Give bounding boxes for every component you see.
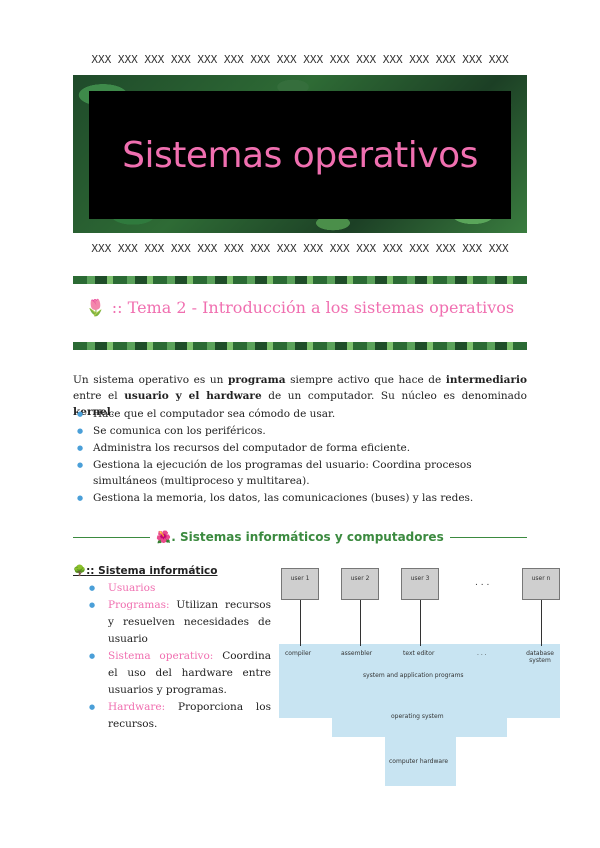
- section-heading-text: 🌺. Sistemas informáticos y computadores: [150, 530, 449, 544]
- item-desc: Coordina el uso del hardware entre usuar…: [108, 650, 271, 696]
- hibiscus-icon: 🌺: [156, 530, 172, 544]
- chapter-heading: 🌷:: Tema 2 - Introducción a los sistemas…: [73, 298, 527, 317]
- divider: [73, 536, 151, 538]
- program-label: text editor: [403, 650, 435, 657]
- os-function-list: Hace que el computador sea cómodo de usa…: [73, 406, 527, 507]
- decorative-x-line-top: XXX XXX XXX XXX XXX XXX XXX XXX XXX XXX …: [91, 53, 509, 66]
- section-heading: 🌺. Sistemas informáticos y computadores: [73, 528, 528, 546]
- item-term: Usuarios: [108, 582, 156, 594]
- subsection-heading: 🌳:: Sistema informático: [73, 564, 217, 577]
- os-layer-label: operating system: [391, 713, 444, 720]
- section-heading-label: . Sistemas informáticos y computadores: [171, 530, 444, 544]
- chapter-heading-text: :: Tema 2 - Introducción a los sistemas …: [111, 298, 515, 317]
- list-item: Usuarios: [73, 580, 271, 597]
- os-layer: [332, 695, 507, 737]
- user-box: user 1: [281, 568, 319, 600]
- page-title: Sistemas operativos: [122, 134, 478, 176]
- program-label: . . .: [477, 650, 487, 657]
- intro-text: de un computador. Su núcleo es denominad…: [261, 390, 527, 402]
- intro-text: Un sistema operativo es un: [73, 374, 229, 386]
- list-item: Sistema operativo: Coordina el uso del h…: [73, 648, 271, 699]
- system-layers-diagram: user 1 user 2 user 3 . . . user n compil…: [279, 568, 560, 786]
- intro-bold: intermediario: [445, 374, 527, 386]
- leaf-strip-top: [73, 276, 527, 284]
- user-box: user 2: [341, 568, 379, 600]
- divider: [449, 536, 528, 538]
- list-item: Se comunica con los periféricos.: [73, 423, 527, 439]
- leaf-strip-bottom: [73, 342, 527, 350]
- program-label: assembler: [341, 650, 373, 657]
- title-banner: Sistemas operativos: [73, 75, 527, 233]
- item-desc: Proporciona los recursos.: [108, 701, 271, 730]
- program-label: compiler: [285, 650, 312, 657]
- app-layer-label: system and application programs: [363, 672, 464, 679]
- list-item: Hace que el computador sea cómodo de usa…: [73, 406, 527, 422]
- item-term: Programas:: [108, 599, 170, 611]
- list-item: Programas: Utilizan recursos y resuelven…: [73, 597, 271, 648]
- intro-text: siempre activo que hace de: [285, 374, 446, 386]
- list-item: Gestiona la memoria, los datos, las comu…: [73, 490, 527, 506]
- tulip-icon: 🌷: [85, 298, 106, 317]
- user-box: user n: [522, 568, 560, 600]
- decorative-x-line-bottom: XXX XXX XXX XXX XXX XXX XXX XXX XXX XXX …: [91, 242, 509, 255]
- subsection-heading-text: :: Sistema informático: [86, 565, 218, 577]
- arrow: [300, 600, 301, 646]
- hardware-layer: [385, 736, 456, 786]
- arrow: [541, 600, 542, 646]
- program-label: database system: [526, 650, 554, 664]
- list-item: Administra los recursos del computador d…: [73, 440, 527, 456]
- title-panel: Sistemas operativos: [89, 91, 511, 219]
- ellipsis: . . .: [475, 578, 490, 588]
- list-item: Gestiona la ejecución de los programas d…: [73, 457, 527, 489]
- intro-bold: usuario y el hardware: [124, 390, 262, 402]
- intro-text: entre el: [73, 390, 125, 402]
- hw-layer-label: computer hardware: [389, 758, 449, 765]
- item-term: Sistema operativo:: [108, 650, 214, 662]
- tree-icon: 🌳: [73, 565, 87, 577]
- arrow: [360, 600, 361, 646]
- arrow: [420, 600, 421, 646]
- list-item: Hardware: Proporciona los recursos.: [73, 699, 271, 733]
- intro-bold: programa: [228, 374, 286, 386]
- item-term: Hardware:: [108, 701, 166, 713]
- user-box: user 3: [401, 568, 439, 600]
- system-components-list: Usuarios Programas: Utilizan recursos y …: [73, 580, 271, 733]
- item-desc: Utilizan recursos y resuelven necesidade…: [108, 599, 271, 645]
